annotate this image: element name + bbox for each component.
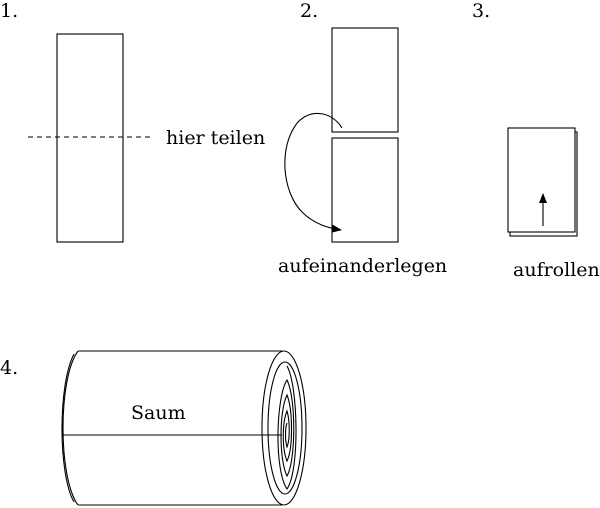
step-4-number: 4. (0, 357, 18, 379)
step-1-strip (56, 33, 124, 243)
step-2-top-piece (331, 27, 399, 133)
step-2-number: 2. (300, 0, 318, 22)
step-4-label: Saum (131, 402, 186, 424)
step-3-number: 3. (472, 0, 490, 22)
step-2-label: aufeinanderlegen (278, 255, 447, 277)
step-1-number: 1. (0, 0, 18, 22)
roll-end-ring (267, 361, 303, 495)
roll-end-outer (261, 350, 307, 506)
step-3: 3. aufrollen (472, 0, 600, 281)
step-3-label: aufrollen (513, 259, 600, 281)
step-2: 2. aufeinanderlegen (278, 0, 447, 277)
step-2-fold-arrow (284, 112, 343, 233)
step-1-label: hier teilen (166, 127, 265, 149)
roll-spiral (277, 365, 297, 490)
step-2-bottom-piece (331, 137, 399, 243)
roll-body-outline (62, 350, 282, 506)
step-1: 1. hier teilen (0, 0, 265, 243)
step-4: 4. Saum (0, 350, 307, 506)
step-3-stack-front (507, 127, 576, 233)
roll-body-inner-edge (61, 353, 75, 503)
